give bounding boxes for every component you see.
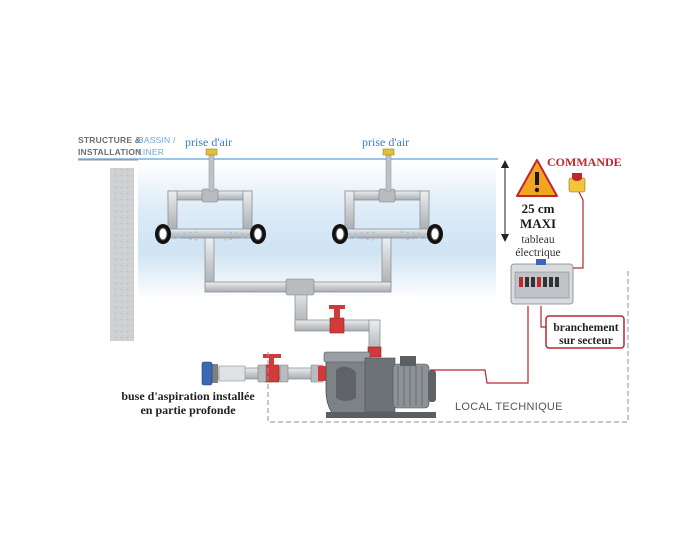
branchement-label-line1: branchement: [553, 322, 619, 334]
bassin-label-line2: LINER: [138, 147, 165, 157]
pool-wall: [110, 168, 134, 341]
suction-nozzle-icon: [201, 361, 246, 386]
jet-streams: [170, 231, 428, 241]
prise-air-label-left: prise d'air: [185, 135, 233, 149]
branchement-label: branchement sur secteur: [551, 322, 621, 348]
depth-label-line1: 25 cm: [521, 201, 555, 216]
jet-nozzle-icon: [250, 224, 266, 244]
structure-installation-label: STRUCTURE & INSTALLATION: [78, 136, 141, 160]
pipe-couplings: [201, 188, 396, 296]
air-intake-left: [205, 148, 218, 192]
tableau-label-line2: électrique: [515, 247, 561, 259]
buse-label-line1: buse d'aspiration installée: [121, 389, 255, 403]
jet-nozzle-icon: [332, 224, 348, 244]
tableau-label-line1: tableau: [521, 234, 555, 246]
valve-icon: [329, 305, 345, 334]
branchement-box: [545, 315, 625, 349]
prise-air-label-right: prise d'air: [362, 135, 410, 149]
push-button-icon: [568, 173, 586, 193]
depth-label: 25 cm MAXI: [514, 202, 562, 232]
electrical-panel-icon: [510, 259, 574, 305]
pump-icon: [323, 351, 436, 418]
structure-label-line1: STRUCTURE &: [78, 135, 142, 145]
air-intake-icon: [382, 148, 395, 156]
warning-icon: [516, 159, 558, 197]
commande-label: COMMANDE: [547, 155, 622, 169]
local-technique-label: LOCAL TECHNIQUE: [455, 401, 563, 413]
branchement-label-line2: sur secteur: [559, 335, 613, 347]
bassin-label-line1: BASSIN /: [138, 135, 176, 145]
buse-label-line2: en partie profonde: [140, 403, 236, 417]
air-intake-icon: [205, 148, 218, 156]
air-intake-right: [382, 148, 395, 192]
bassin-liner-label: BASSIN / LINER: [138, 136, 176, 160]
depth-dimension: [501, 160, 509, 242]
depth-label-line2: MAXI: [519, 216, 557, 231]
jet-nozzle-icon: [427, 224, 443, 244]
buse-aspiration-label: buse d'aspiration installée en partie pr…: [118, 390, 258, 418]
local-technique-boundary: [267, 268, 629, 423]
jet-nozzle-icon: [155, 224, 171, 244]
tableau-electrique-label: tableau électrique: [508, 234, 568, 260]
structure-label-line2: INSTALLATION: [78, 147, 142, 157]
